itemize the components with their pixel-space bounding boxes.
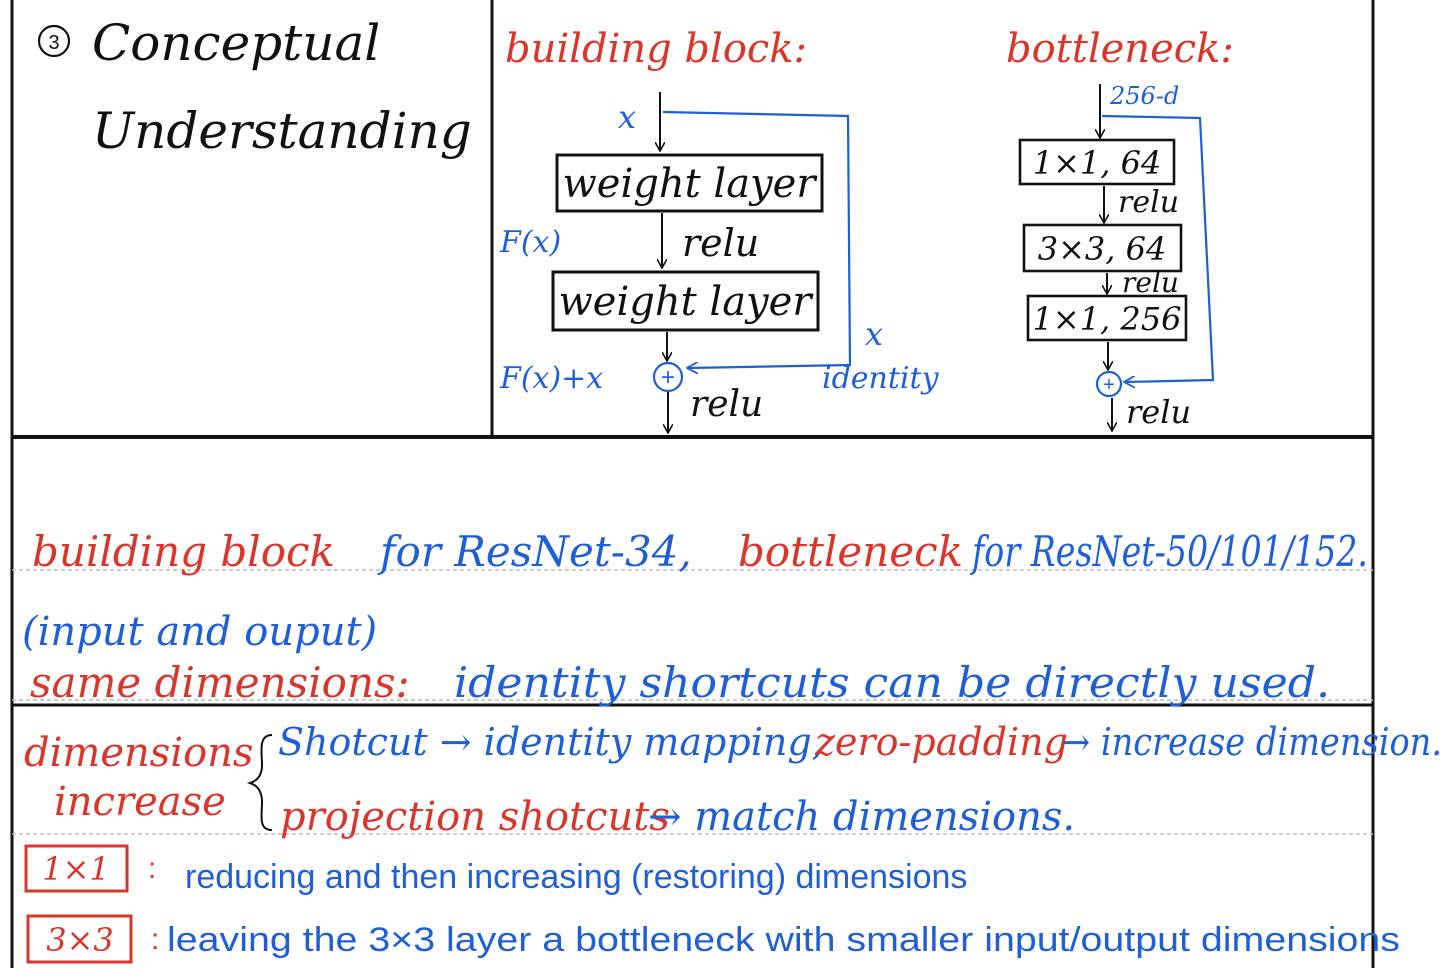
bn-layer-1-label: 1×1, 64	[1033, 144, 1162, 182]
notes-line-1-text: building block for ResNet-34, bottleneck…	[32, 527, 1368, 576]
bb-fx-label: F(x)	[499, 225, 561, 260]
dimensions-increase-label-2: increase	[54, 779, 226, 825]
legend-3x3-box	[26, 914, 133, 964]
ruled-lines	[12, 569, 1373, 835]
bn-relu-2: relu	[1122, 266, 1179, 299]
building-block-title: building block:	[505, 26, 807, 72]
bn-layer-3	[1026, 294, 1188, 342]
section-number-circle	[37, 24, 71, 58]
bottleneck-ref: bottleneck	[738, 527, 963, 576]
page-frame	[10, 0, 1375, 968]
section-title-line1: Conceptual	[92, 14, 380, 72]
curly-brace	[246, 734, 273, 831]
bn-layer-2	[1022, 223, 1183, 273]
bb-identity-shortcut	[662, 110, 852, 368]
section-number: 3	[48, 32, 59, 54]
dimensions-increase-block: dimensions increase Shotcut → identity m…	[24, 720, 1442, 840]
legend-1x1-box	[24, 844, 129, 893]
notes-line-1: building block for ResNet-34, bottleneck…	[32, 527, 1368, 576]
bb-shortcut-x-label: x	[865, 315, 883, 353]
bb-input-label: x	[618, 98, 636, 136]
bb-fx-plus-x-label: F(x)+x	[499, 361, 603, 396]
bn-plus-node	[1095, 370, 1123, 398]
bn-layer-2-label: 3×3, 64	[1038, 230, 1167, 268]
same-dimensions-label: same dimensions:	[30, 658, 410, 707]
bb-weight-layer-2-label: weight layer	[559, 279, 815, 325]
bn-layer-3-label: 1×1, 256	[1033, 300, 1182, 338]
legend-3x3-colon: :	[151, 923, 159, 956]
bn-relu-out: relu	[1126, 393, 1191, 431]
legend-1x1-text: reducing and then increasing (restoring)…	[185, 858, 967, 896]
increase-option-b: projection shotcuts → match dimensions.	[280, 794, 1075, 840]
bb-relu-out: relu	[690, 384, 763, 425]
building-block-ref: building block	[32, 527, 335, 576]
notes-line-2: (input and ouput)	[22, 609, 377, 655]
zero-padding-text: zero-padding	[814, 720, 1068, 764]
dimensions-increase-label-1: dimensions	[24, 730, 253, 776]
bn-relu-1: relu	[1118, 185, 1179, 220]
bb-plus-node	[652, 361, 684, 393]
bb-weight-layer-1-label: weight layer	[563, 161, 819, 207]
bb-identity-label: identity	[822, 361, 940, 396]
bottleneck-title: bottleneck:	[1006, 26, 1234, 72]
notes-line-3-text: same dimensions: identity shortcuts can …	[30, 658, 1330, 707]
bb-plus-sign: +	[661, 364, 675, 391]
bb-weight-layer-2	[551, 270, 820, 332]
legend-3x3: 3×3 : leaving the 3×3 layer a bottleneck…	[26, 914, 1400, 964]
legend-1x1-colon: :	[148, 852, 156, 885]
bn-identity-shortcut	[1101, 114, 1215, 382]
notes-line-3: same dimensions: identity shortcuts can …	[30, 658, 1330, 707]
projection-shortcuts-text: projection shotcuts	[280, 794, 670, 840]
bb-relu-mid: relu	[682, 221, 759, 265]
resnet34-ref: for ResNet-34,	[377, 527, 692, 576]
bottleneck-diagram: bottleneck: 256-d 1×1, 64 relu 3×3, 64 r…	[1006, 26, 1234, 431]
legend-1x1-label: 1×1	[42, 850, 110, 888]
legend-3x3-text: leaving the 3×3 layer a bottleneck with …	[167, 921, 1400, 959]
match-dimensions-text: → match dimensions.	[648, 794, 1075, 840]
building-block-diagram: building block: x weight layer relu F(x)…	[499, 26, 940, 432]
bb-weight-layer-1	[555, 153, 824, 213]
section-header: 3 Conceptual Understanding	[37, 14, 472, 160]
legend-3x3-label: 3×3	[46, 921, 114, 959]
increase-dimension-text: → increase dimension.	[1062, 720, 1442, 764]
legend-1x1: 1×1 : reducing and then increasing (rest…	[24, 844, 967, 896]
section-title-line2: Understanding	[92, 102, 472, 160]
same-dimensions-text: identity shortcuts can be directly used.	[454, 658, 1330, 707]
increase-option-a: Shotcut → identity mapping, zero-padding…	[278, 720, 1442, 764]
bn-plus-sign: +	[1103, 374, 1115, 396]
bn-layer-1	[1018, 138, 1176, 186]
shortcut-identity-text: Shotcut → identity mapping,	[278, 720, 824, 764]
resnet50-ref: for ResNet-50/101/152.	[970, 527, 1368, 576]
bn-input-dim: 256-d	[1109, 82, 1179, 110]
